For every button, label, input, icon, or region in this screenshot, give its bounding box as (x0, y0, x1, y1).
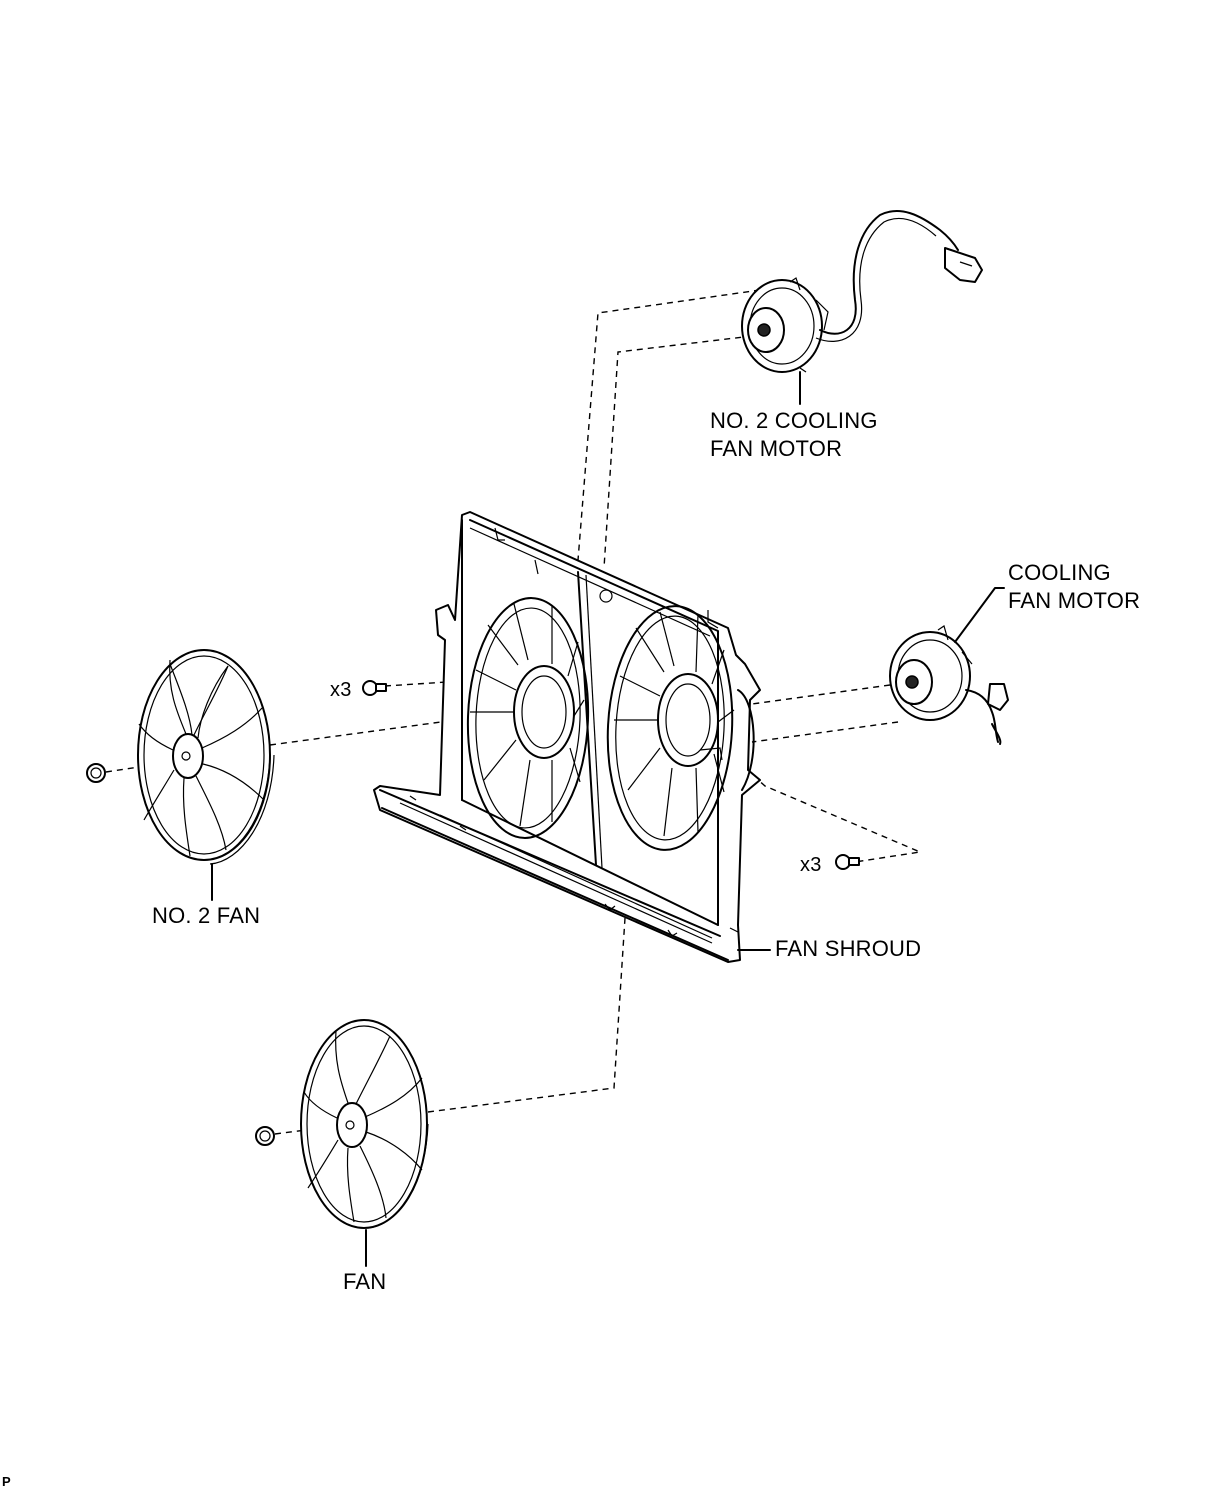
no2-cooling-fan-motor (741, 210, 983, 373)
left-bolt-quantity: x3 (330, 679, 352, 701)
leader-lines (211, 371, 1005, 1267)
fan (300, 1019, 429, 1229)
no2-fan-label: NO. 2 FAN (152, 903, 261, 928)
no2-fan-nut (86, 763, 106, 783)
no2-cooling-fan-motor-label-line2: FAN MOTOR (710, 436, 843, 461)
fan-shroud (373, 511, 761, 963)
cooling-fan-motor-label-line1: COOLING (1008, 560, 1111, 585)
right-bolt (835, 854, 860, 870)
fan-nut (255, 1126, 275, 1146)
no2-fan (137, 649, 275, 865)
fan-label: FAN (343, 1269, 387, 1294)
corner-mark: P (2, 1474, 11, 1489)
left-bolt (362, 680, 387, 696)
right-bolt-quantity: x3 (800, 854, 822, 876)
cooling-fan-motor-label-line2: FAN MOTOR (1008, 588, 1141, 613)
cooling-fan-motor (889, 625, 1009, 745)
no2-cooling-fan-motor-label-line1: NO. 2 COOLING (710, 408, 878, 433)
fan-shroud-label: FAN SHROUD (775, 936, 922, 961)
